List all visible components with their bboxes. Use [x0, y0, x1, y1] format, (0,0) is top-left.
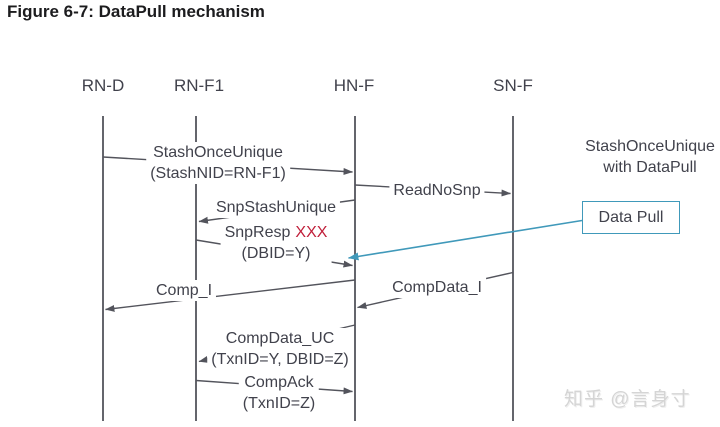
message-label-comp-data-uc: CompData_UC (TxnID=Y, DBID=Z) — [207, 328, 353, 370]
error-code-text: XXX — [295, 224, 328, 241]
message-label-comp-data-i: CompData_I — [388, 277, 486, 298]
figure-title: Figure 6-7: DataPull mechanism — [7, 2, 265, 21]
zhihu-watermark: 知乎 @言身寸 — [564, 389, 691, 410]
message-label-snp-stash-unique: SnpStashUnique — [211, 197, 341, 218]
message-label-comp-i: Comp_I — [151, 280, 217, 301]
scenario-annotation: StashOnceUnique with DataPull — [585, 138, 715, 176]
message-label-comp-ack: CompAck (TxnID=Z) — [238, 372, 320, 414]
data-pull-callout-label: Data Pull — [598, 208, 664, 226]
lifeline-label-rn-f1: RN-F1 — [173, 76, 225, 95]
message-label-read-no-snp: ReadNoSnp — [389, 180, 485, 201]
message-label-stash-once-unique: StashOnceUnique (StashNID=RN-F1) — [146, 142, 290, 184]
lifeline-label-hn-f: HN-F — [333, 76, 375, 95]
data-pull-callout-box: Data Pull — [582, 201, 680, 234]
lifeline-label-rn-d: RN-D — [81, 76, 125, 95]
arrow-data-pull-pointer — [348, 219, 583, 261]
arrow-comp-i — [105, 279, 356, 312]
lifeline-label-sn-f: SN-F — [493, 76, 533, 95]
